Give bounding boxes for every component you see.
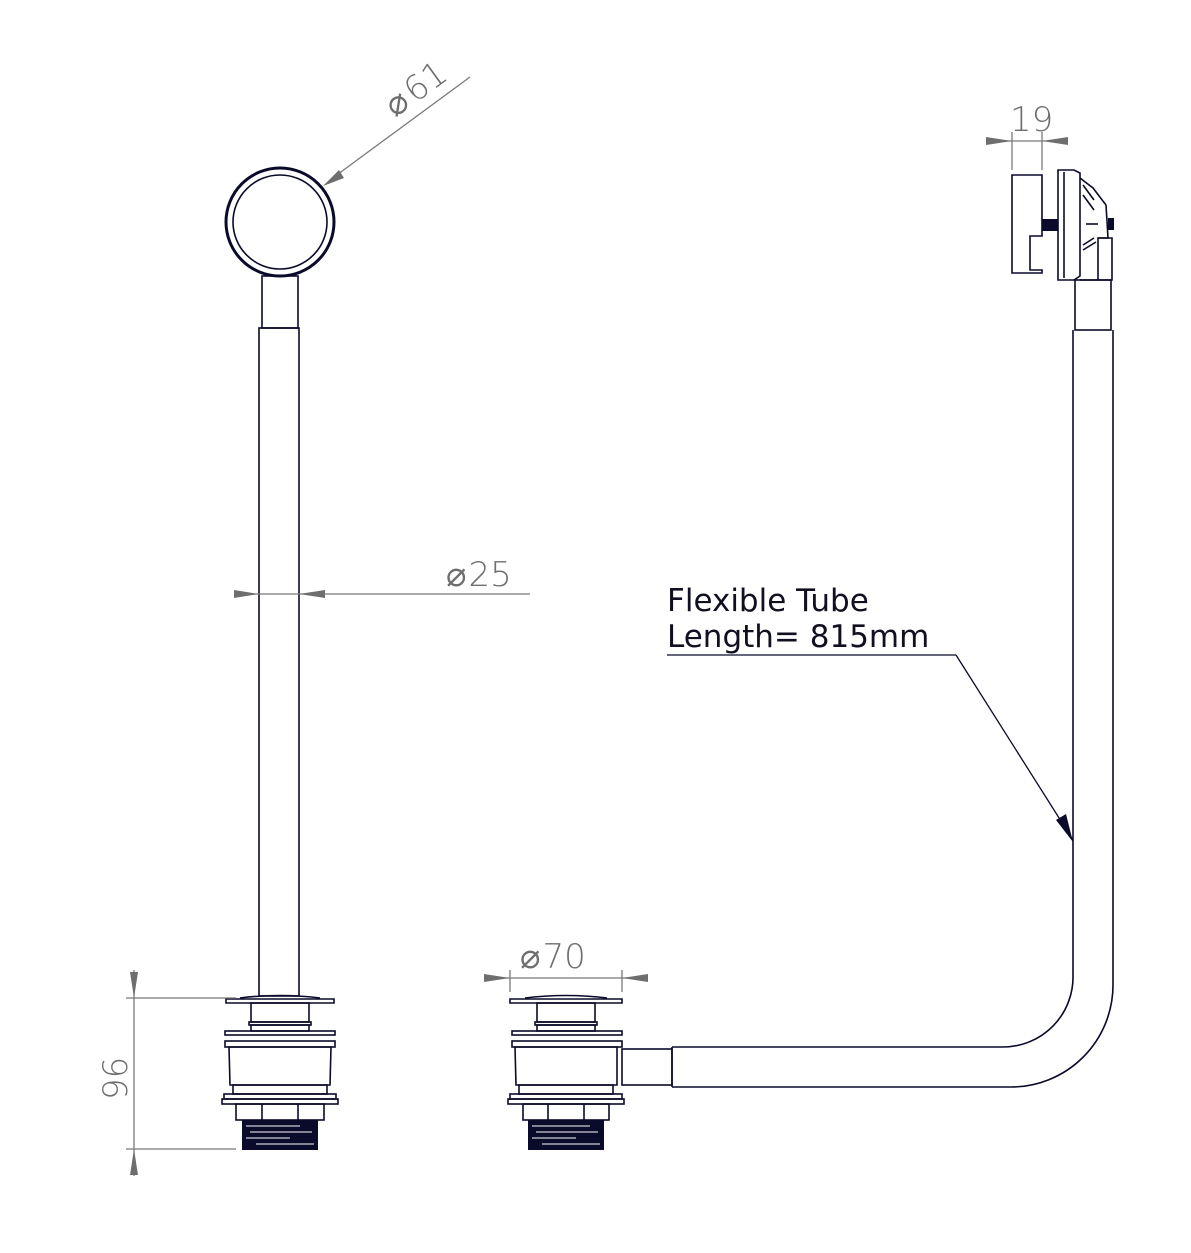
dimension-waste-height: 96 <box>96 970 236 1176</box>
popup-waste-right <box>507 994 625 1150</box>
rigid-tube <box>258 327 300 997</box>
flexible-tube-outer <box>672 330 1114 1088</box>
diameter-symbol: ⌀ <box>520 937 540 977</box>
waste-diameter-value: 70 <box>542 937 585 977</box>
svg-text:⌀70: ⌀70 <box>520 937 586 977</box>
thread-right <box>528 1120 604 1150</box>
overflow-depth-value: 19 <box>1010 100 1053 140</box>
left-assembly: ⌀61 ⌀25 96 <box>96 53 530 1176</box>
tube-connector <box>621 1048 673 1086</box>
flexible-tube-callout: Flexible Tube Length= 815mm <box>667 583 1074 842</box>
overflow-neck-right <box>1074 279 1112 331</box>
flexible-tube-inner <box>672 330 1074 1048</box>
thread-left <box>242 1120 318 1150</box>
dimension-overflow-diameter: ⌀61 <box>323 53 471 186</box>
dimension-tube-diameter: ⌀25 <box>234 555 530 598</box>
diameter-symbol: ⌀ <box>446 555 466 595</box>
flexible-tube-label-line2: Length= 815mm <box>667 619 929 655</box>
tube-diameter-value: 25 <box>468 555 511 595</box>
overflow-head-right <box>1011 169 1114 281</box>
dimension-overflow-depth: 19 <box>986 100 1068 170</box>
overflow-neck-left <box>261 275 299 329</box>
popup-waste-left <box>221 994 339 1150</box>
dimension-waste-diameter: ⌀70 <box>484 937 648 992</box>
flexible-tube-label-line1: Flexible Tube <box>667 583 869 619</box>
overflow-head-left <box>224 166 336 278</box>
svg-text:⌀61: ⌀61 <box>377 53 455 125</box>
right-assembly: ⌀70 19 Flexible Tube Length= 815mm <box>484 100 1114 1150</box>
waste-height-value: 96 <box>96 1057 136 1100</box>
svg-text:⌀25: ⌀25 <box>446 555 512 595</box>
